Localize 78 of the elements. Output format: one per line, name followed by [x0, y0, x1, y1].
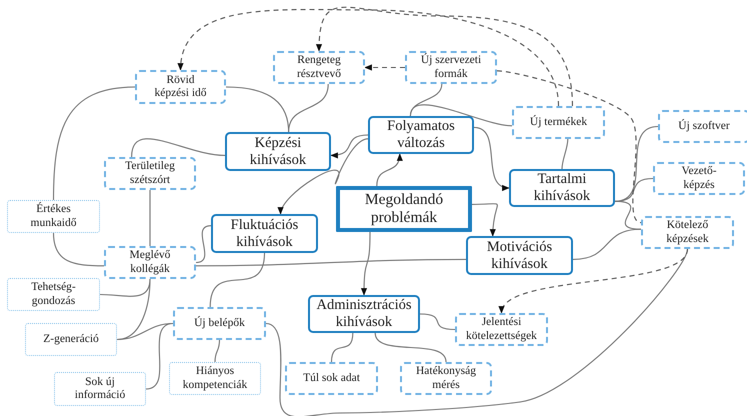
node-label: Sok új információ	[74, 376, 126, 402]
topic-box	[653, 162, 745, 195]
arrow	[472, 203, 498, 237]
node-label: Hatékonyság mérés	[415, 365, 477, 392]
topic-box	[400, 362, 492, 395]
topic-box	[135, 70, 226, 104]
node-label: Rövid képzési idő	[153, 74, 208, 100]
topic-box	[54, 372, 146, 406]
node-label: Új belépők	[194, 316, 245, 330]
node-label: Kötelező képzések	[665, 219, 710, 246]
node-label: Megoldandó problémák	[364, 191, 444, 227]
node-label: Folyamatos változás	[386, 118, 456, 152]
topic-box	[405, 51, 497, 84]
topic-box	[104, 246, 196, 279]
node-label: Z-generáció	[43, 332, 99, 346]
challenge-box	[308, 295, 420, 333]
topic-box	[273, 51, 365, 84]
node-label: Tehetség-gondozás	[30, 281, 77, 308]
topic-box	[512, 106, 605, 139]
node-label: Meglévő kollégák	[128, 249, 172, 276]
connector-line	[288, 84, 329, 132]
problem-box	[336, 186, 472, 232]
node-label: Hiányos kompetenciák	[182, 365, 248, 392]
connector-line	[266, 248, 688, 416]
arrow	[178, 8, 560, 106]
challenge-box	[509, 169, 615, 207]
topic-box	[455, 313, 548, 346]
node-label: Motivációs kihívások	[486, 238, 554, 272]
topic-box	[173, 307, 266, 340]
challenge-box	[225, 132, 331, 171]
arrow	[316, 6, 573, 106]
topic-box	[285, 362, 378, 395]
connector-line	[496, 70, 642, 224]
topic-box	[25, 323, 117, 356]
connector-line	[374, 332, 447, 362]
topic-box	[658, 110, 747, 143]
connector-line	[52, 86, 136, 200]
connector-line	[410, 104, 512, 126]
arrow	[361, 232, 371, 296]
connector-line	[149, 190, 151, 246]
arrow	[501, 248, 688, 314]
node-label: Vezető-képzés	[680, 165, 718, 192]
arrow	[279, 138, 368, 215]
node-label: Jelentési kötelezettségek	[465, 316, 538, 343]
node-label: Értékes munkaidő	[30, 203, 78, 230]
node-label: Új szervezeti formák	[420, 54, 482, 81]
connector-line	[196, 258, 466, 266]
node-label: Új szoftver	[678, 120, 730, 134]
challenge-box	[211, 214, 318, 253]
connector-line	[52, 232, 104, 266]
topic-box	[7, 200, 100, 233]
challenge-box	[368, 116, 474, 154]
node-label: Fluktuációs kihívások	[230, 216, 300, 250]
connector-line	[420, 313, 456, 330]
node-label: Rengeteg résztvevő	[296, 54, 342, 81]
arrow	[376, 153, 402, 186]
topic-box	[104, 157, 196, 190]
arrow	[364, 64, 405, 71]
topic-box	[641, 216, 734, 249]
connector-line	[561, 138, 568, 170]
node-label: Új termékek	[530, 116, 588, 130]
connector-line	[146, 322, 174, 390]
connector-line	[131, 138, 226, 158]
arrow	[474, 126, 510, 190]
node-label: Képzési kihívások	[248, 134, 308, 168]
node-label: Adminisztrációs kihívások	[315, 297, 413, 331]
node-label: Túl sok adat	[303, 372, 360, 386]
node-label: Területileg szétszórt	[124, 160, 176, 187]
node-label: Tartalmi kihívások	[532, 171, 592, 205]
connector-line	[210, 252, 266, 308]
topic-box	[7, 278, 100, 311]
connector-line	[614, 178, 654, 202]
connector-line	[572, 228, 642, 260]
connector-line	[214, 340, 220, 362]
arrow	[330, 134, 368, 158]
connector-line	[330, 332, 354, 362]
challenge-box	[466, 236, 573, 275]
topic-box	[169, 362, 261, 395]
